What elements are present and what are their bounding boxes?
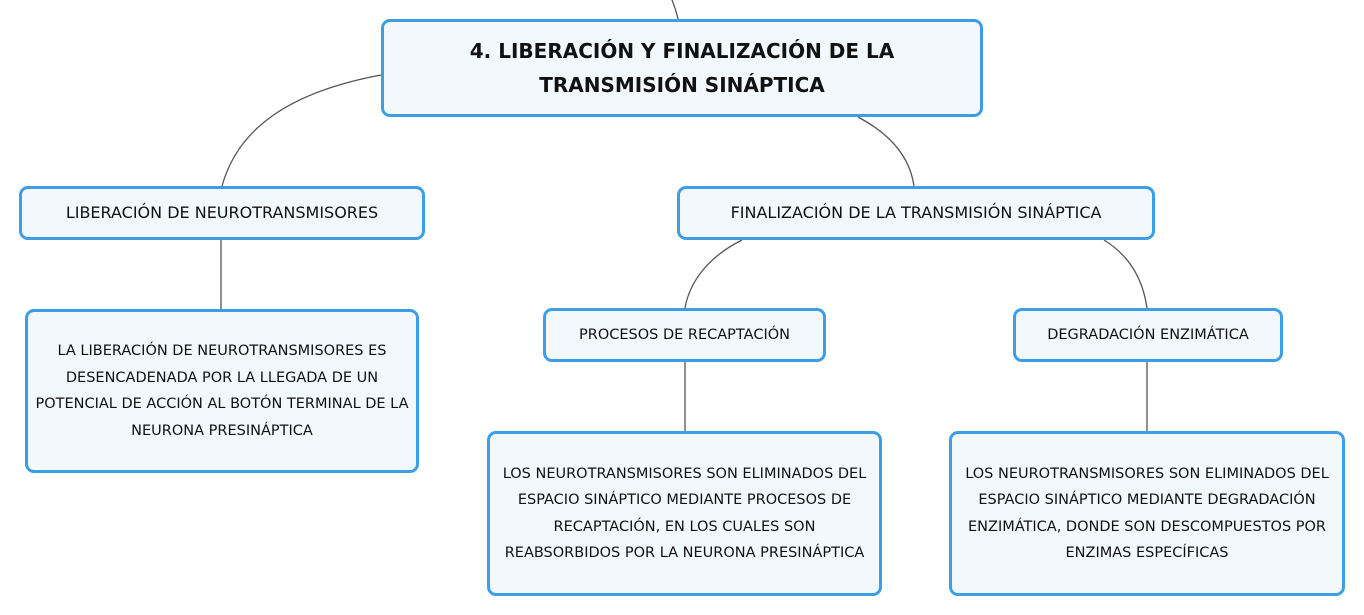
subtopic-recaptacion-label: PROCESOS DE RECAPTACIÓN: [579, 327, 790, 343]
subtopic-degradacion-enzimatica[interactable]: DEGRADACIÓN ENZIMÁTICA: [1013, 308, 1283, 362]
subtopic-degradacion-label: DEGRADACIÓN ENZIMÁTICA: [1047, 327, 1249, 343]
topic-liberacion-neurotransmisores[interactable]: LIBERACIÓN DE NEUROTRANSMISORES: [19, 186, 425, 240]
connector-root-to-liberacion: [221, 74, 382, 187]
subtopic-procesos-recaptacion[interactable]: PROCESOS DE RECAPTACIÓN: [543, 308, 826, 362]
connector-root-to-finalizacion: [857, 116, 915, 187]
topic-finalizacion-transmision[interactable]: FINALIZACIÓN DE LA TRANSMISIÓN SINÁPTICA: [677, 186, 1155, 240]
description-liberacion-text: LA LIBERACIÓN DE NEUROTRANSMISORES ES DE…: [35, 343, 409, 439]
description-recaptacion[interactable]: LOS NEUROTRANSMISORES SON ELIMINADOS DEL…: [487, 431, 882, 596]
description-liberacion[interactable]: LA LIBERACIÓN DE NEUROTRANSMISORES ES DE…: [25, 309, 419, 473]
connector-finalizacion-to-degradacion: [1103, 239, 1148, 309]
root-topic-node[interactable]: 4. LIBERACIÓN Y FINALIZACIÓN DE LA TRANS…: [381, 19, 983, 117]
description-degradacion[interactable]: LOS NEUROTRANSMISORES SON ELIMINADOS DEL…: [949, 431, 1345, 596]
connector-parent-to-root: [671, 0, 679, 20]
description-recaptacion-text: LOS NEUROTRANSMISORES SON ELIMINADOS DEL…: [502, 465, 867, 562]
description-degradacion-text: LOS NEUROTRANSMISORES SON ELIMINADOS DEL…: [965, 465, 1329, 562]
topic-finalizacion-label: FINALIZACIÓN DE LA TRANSMISIÓN SINÁPTICA: [730, 203, 1102, 222]
connector-finalizacion-to-recaptacion: [684, 239, 743, 309]
topic-liberacion-label: LIBERACIÓN DE NEUROTRANSMISORES: [65, 203, 379, 222]
root-topic-title: 4. LIBERACIÓN Y FINALIZACIÓN DE LA TRANS…: [469, 39, 895, 97]
